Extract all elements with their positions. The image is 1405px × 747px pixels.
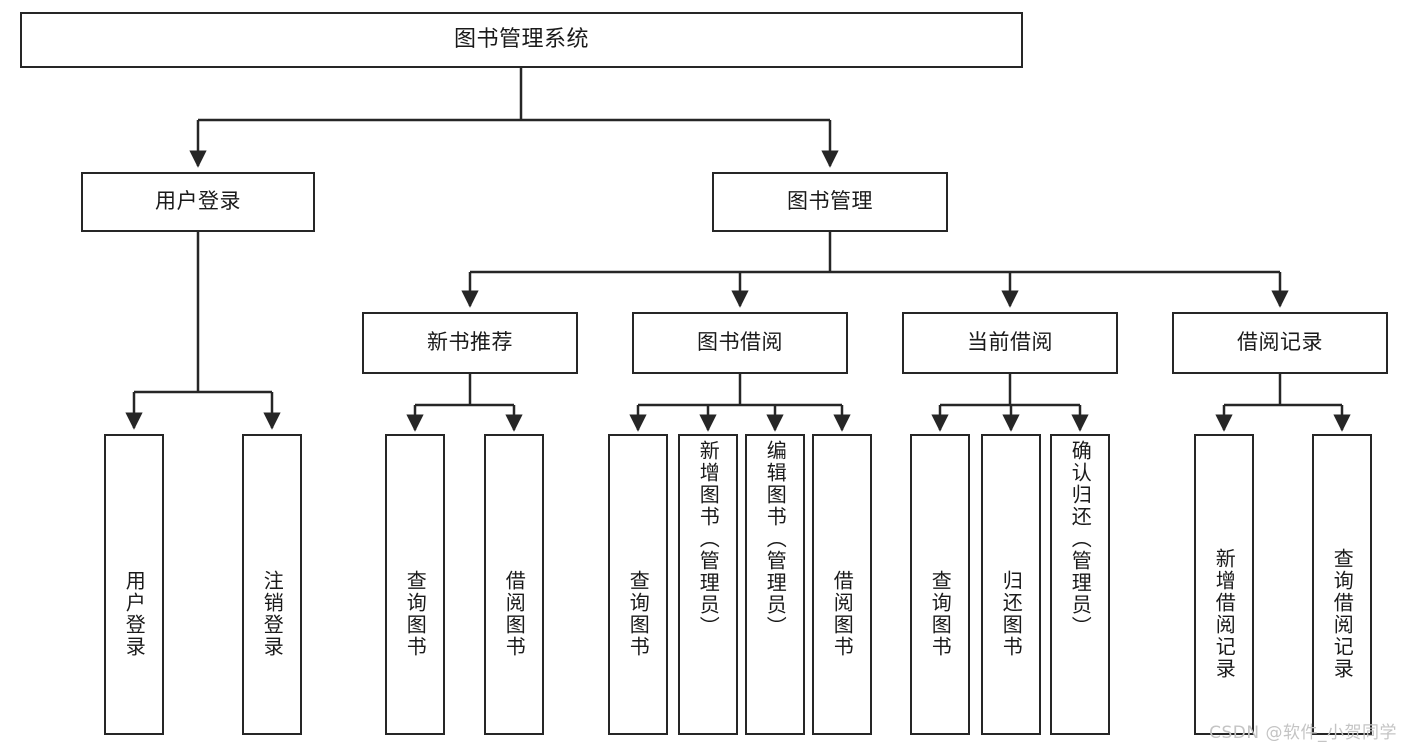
node-label: 借阅记录 xyxy=(1237,330,1323,355)
node-label: 新增借阅记录 xyxy=(1212,547,1237,680)
node-borrow-record[interactable]: 借阅记录 xyxy=(1172,312,1388,374)
node-leaf-query-book-current[interactable]: 查询图书 xyxy=(910,434,970,735)
node-label: 用户登录 xyxy=(122,569,147,658)
node-label: 确认归还（管理员） xyxy=(1068,440,1093,638)
node-leaf-borrow-book-recommend[interactable]: 借阅图书 xyxy=(484,434,544,735)
node-leaf-add-book-admin[interactable]: 新增图书（管理员） xyxy=(678,434,738,735)
node-label: 图书管理 xyxy=(787,189,873,214)
node-label: 归还图书 xyxy=(999,569,1024,658)
node-leaf-query-book-recommend[interactable]: 查询图书 xyxy=(385,434,445,735)
node-leaf-query-book-borrow[interactable]: 查询图书 xyxy=(608,434,668,735)
node-leaf-add-borrow-record[interactable]: 新增借阅记录 xyxy=(1194,434,1254,735)
node-user-login[interactable]: 用户登录 xyxy=(81,172,315,232)
node-label: 查询图书 xyxy=(403,569,428,658)
node-leaf-return-book[interactable]: 归还图书 xyxy=(981,434,1041,735)
node-label: 新书推荐 xyxy=(427,330,513,355)
node-leaf-logout[interactable]: 注销登录 xyxy=(242,434,302,735)
node-label: 注销登录 xyxy=(260,569,285,658)
node-label: 查询借阅记录 xyxy=(1330,547,1355,680)
node-label: 编辑图书（管理员） xyxy=(763,440,788,638)
node-leaf-edit-book-admin[interactable]: 编辑图书（管理员） xyxy=(745,434,805,735)
node-leaf-query-borrow-record[interactable]: 查询借阅记录 xyxy=(1312,434,1372,735)
node-label: 当前借阅 xyxy=(967,330,1053,355)
watermark-text: CSDN @软件_小贺同学 xyxy=(1209,723,1397,743)
node-leaf-user-login[interactable]: 用户登录 xyxy=(104,434,164,735)
node-label: 查询图书 xyxy=(928,569,953,658)
node-leaf-borrow-book[interactable]: 借阅图书 xyxy=(812,434,872,735)
node-label: 借阅图书 xyxy=(502,569,527,658)
node-label: 新增图书（管理员） xyxy=(696,440,721,638)
node-leaf-confirm-return-admin[interactable]: 确认归还（管理员） xyxy=(1050,434,1110,735)
node-book-borrow[interactable]: 图书借阅 xyxy=(632,312,848,374)
node-current-borrow[interactable]: 当前借阅 xyxy=(902,312,1118,374)
node-label: 图书借阅 xyxy=(697,330,783,355)
node-book-management[interactable]: 图书管理 xyxy=(712,172,948,232)
node-new-book-recommend[interactable]: 新书推荐 xyxy=(362,312,578,374)
node-root-book-management-system[interactable]: 图书管理系统 xyxy=(20,12,1023,68)
node-label: 用户登录 xyxy=(155,189,241,214)
node-label: 借阅图书 xyxy=(830,569,855,658)
node-label: 查询图书 xyxy=(626,569,651,658)
node-label: 图书管理系统 xyxy=(453,26,589,52)
